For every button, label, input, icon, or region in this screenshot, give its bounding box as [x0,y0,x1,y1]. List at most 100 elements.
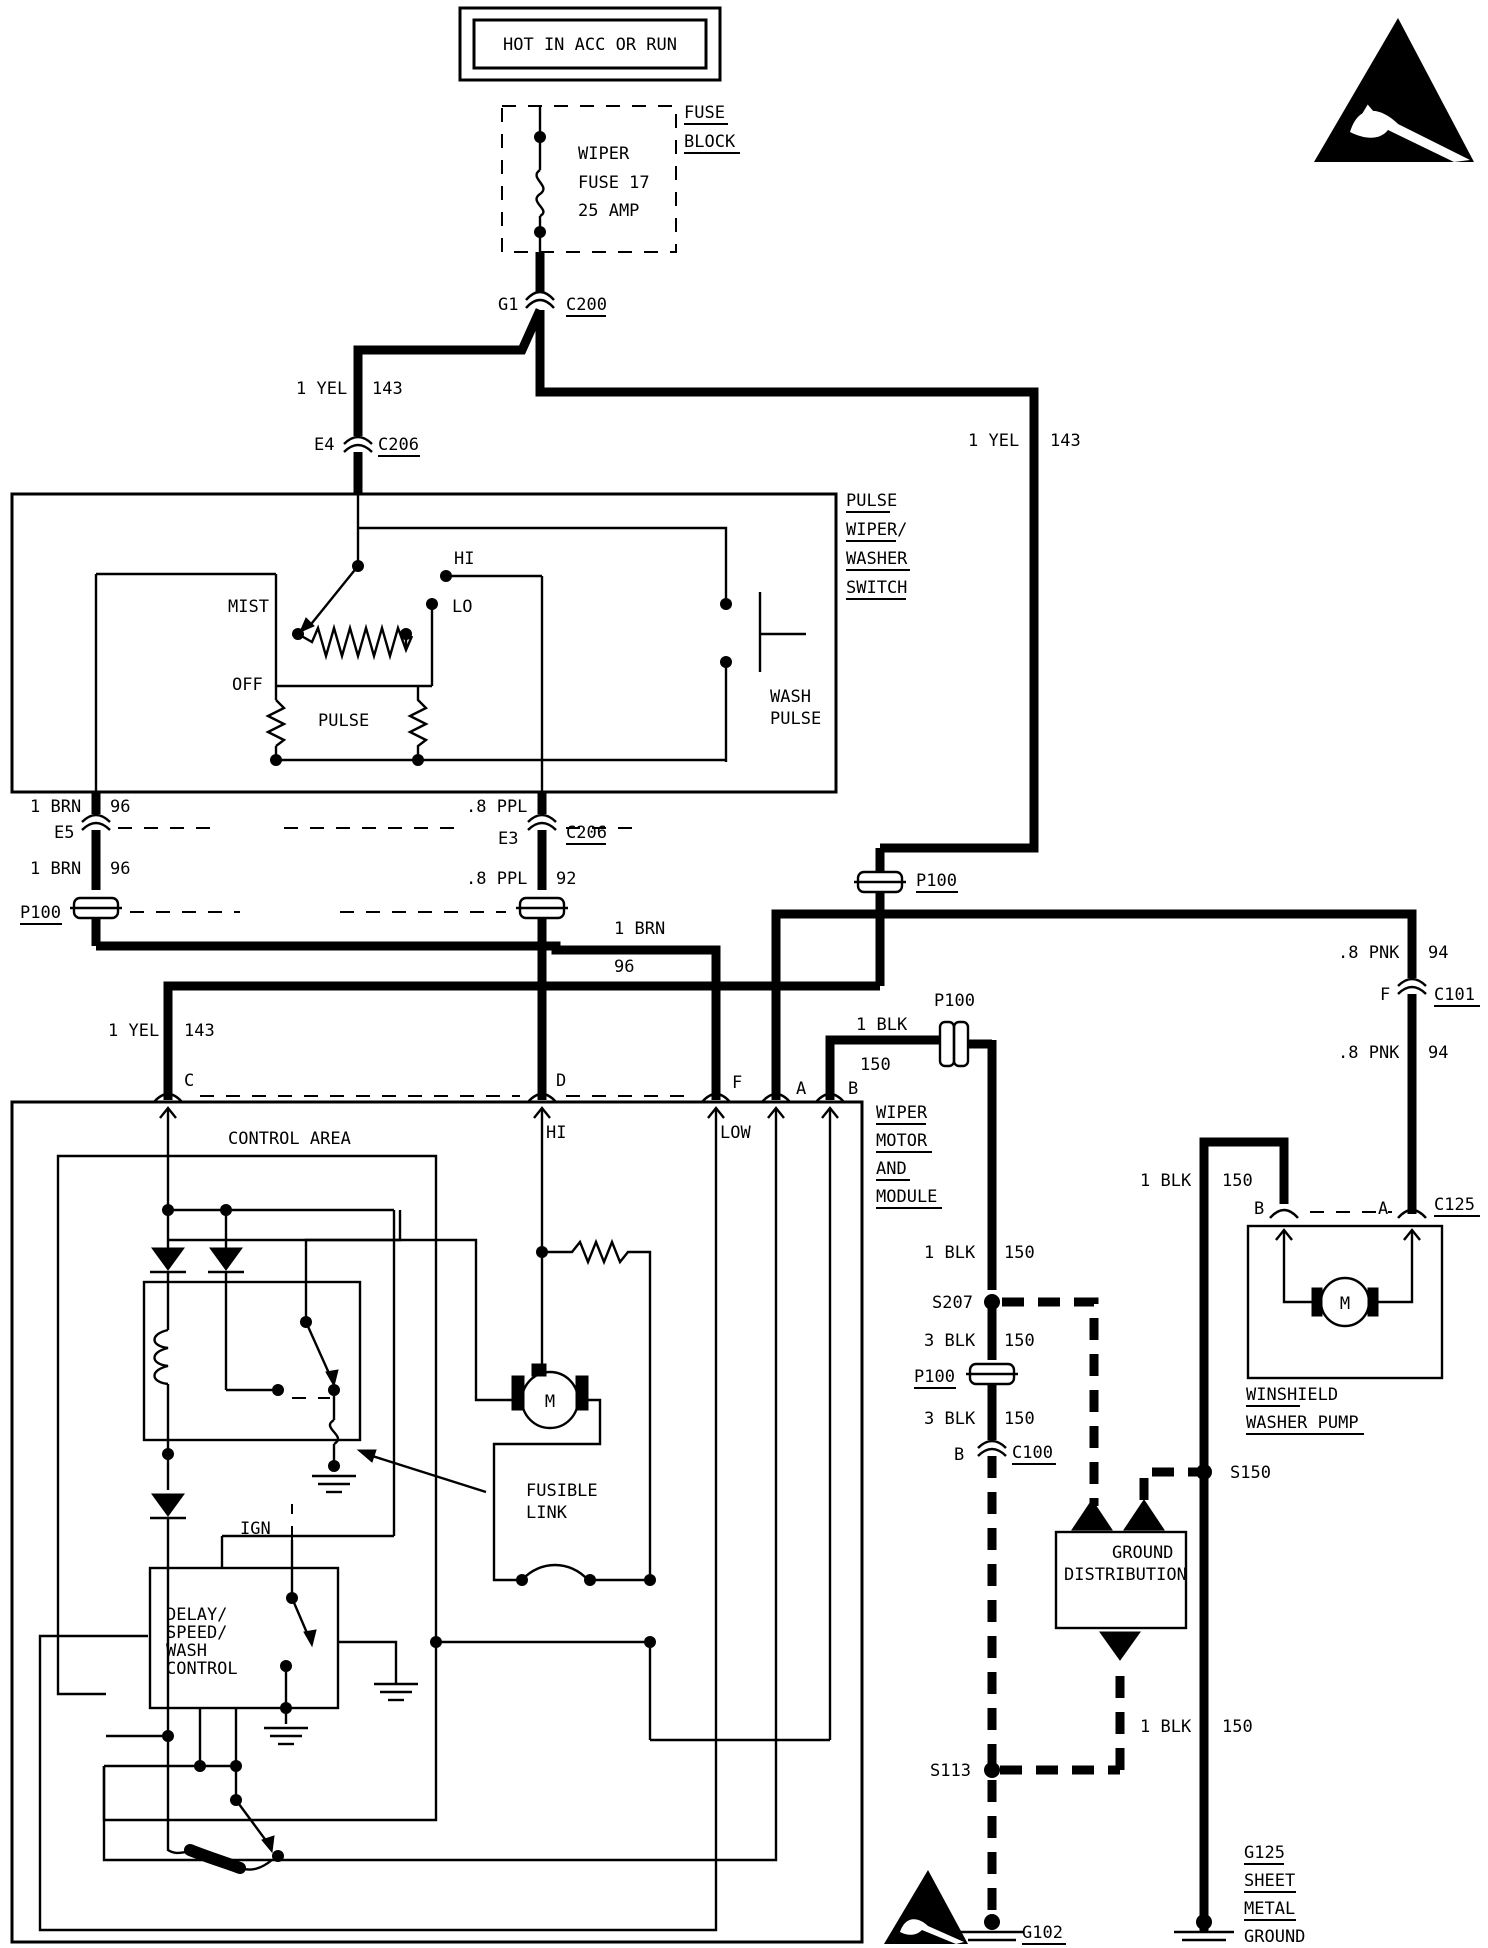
c206-top-connector: E4 C206 [314,435,420,494]
svg-text:M: M [1340,1294,1350,1314]
svg-text:.8 PPL: .8 PPL [466,869,527,889]
svg-text:150: 150 [1222,1717,1253,1737]
sheet-metal-ground: S150 1 BLK 150 G125 SHEET METAL GROUND [1140,1463,1305,1947]
svg-text:HI: HI [546,1123,566,1143]
svg-text:E3: E3 [498,829,518,849]
svg-text:1 BRN: 1 BRN [30,859,81,879]
svg-text:94: 94 [1428,1043,1448,1063]
svg-text:F: F [1380,985,1390,1005]
svg-text:MOTOR: MOTOR [876,1131,928,1151]
svg-text:1 BRN: 1 BRN [30,797,81,817]
svg-text:150: 150 [1004,1409,1035,1429]
svg-text:150: 150 [1004,1331,1035,1351]
svg-text:96: 96 [110,859,130,879]
diode-icon [151,1247,185,1271]
power-source-label: HOT IN ACC OR RUN [503,35,677,55]
svg-text:C101: C101 [1434,985,1475,1005]
svg-text:143: 143 [1050,431,1081,451]
svg-text:1 BLK: 1 BLK [1140,1717,1192,1737]
svg-text:M: M [545,1392,555,1412]
svg-text:C206: C206 [566,823,607,843]
svg-text:SPEED/: SPEED/ [166,1623,227,1643]
svg-text:G102: G102 [1022,1923,1063,1943]
svg-text:GROUND: GROUND [1244,1927,1305,1947]
svg-text:WASH: WASH [770,687,811,707]
svg-text:WASHER: WASHER [846,549,908,569]
wire-150-pump [1199,1137,1289,1932]
svg-text:METAL: METAL [1244,1899,1295,1919]
svg-text:F: F [732,1073,742,1093]
resistor-icon [297,623,414,661]
svg-text:FUSIBLE: FUSIBLE [526,1481,598,1501]
svg-text:MODULE: MODULE [876,1187,937,1207]
esd-warning-icon-small [884,1870,968,1944]
c101-connector: .8 PNK 94 F C101 .8 PNK 94 [1338,943,1480,1214]
wire-143-left [353,308,545,436]
wire-94-pink [771,909,1417,1090]
svg-text:CONTROL AREA: CONTROL AREA [228,1129,351,1149]
svg-text:B: B [954,1445,964,1465]
svg-text:150: 150 [1222,1171,1253,1191]
svg-text:C125: C125 [1434,1195,1475,1215]
svg-text:C: C [184,1071,194,1091]
power-source-box: HOT IN ACC OR RUN [458,6,722,82]
esd-warning-icon [1314,18,1474,162]
svg-text:S113: S113 [930,1761,971,1781]
washer-pump: 1 BLK 150 B A C125 M WINSHIELD WASHER PU… [1140,1137,1480,1932]
svg-text:B: B [848,1079,858,1099]
svg-text:A: A [1378,1199,1388,1219]
svg-text:96: 96 [110,797,130,817]
motor-icon: M [511,1363,589,1430]
svg-text:PULSE: PULSE [318,711,369,731]
fuse-icon [535,169,545,218]
svg-text:PULSE: PULSE [846,491,897,511]
svg-text:PULSE: PULSE [770,709,821,729]
fuse-number: FUSE 17 [578,173,650,193]
svg-text:143: 143 [184,1021,215,1041]
svg-text:SHEET: SHEET [1244,1871,1295,1891]
svg-text:150: 150 [860,1055,891,1075]
svg-text:3 BLK: 3 BLK [924,1331,976,1351]
svg-text:A: A [796,1079,806,1099]
svg-text:E4: E4 [314,435,334,455]
svg-text:G1: G1 [498,295,518,315]
svg-text:S207: S207 [932,1293,973,1313]
svg-text:C200: C200 [566,295,607,315]
svg-text:B: B [1254,1199,1264,1219]
svg-text:3 BLK: 3 BLK [924,1409,976,1429]
svg-text:LO: LO [452,597,472,617]
fuse-block: WIPER FUSE 17 25 AMP FUSE BLOCK [501,103,740,253]
c206-mid-connectors: 1 BRN 96 E5 1 BRN 96 .8 PPL E3 C206 .8 P… [30,792,640,890]
svg-text:.8 PNK: .8 PNK [1338,1043,1400,1063]
svg-text:DELAY/: DELAY/ [166,1605,227,1625]
svg-text:P100: P100 [20,903,61,923]
ground-distribution: GROUND DISTRIBUTION [1054,1467,1204,1661]
svg-text:WIPER/: WIPER/ [846,520,907,540]
ground-icon [312,1474,356,1494]
svg-text:.8 PNK: .8 PNK [1338,943,1400,963]
svg-text:92: 92 [556,869,576,889]
wire-143-motor [163,981,880,1090]
svg-text:1 BLK: 1 BLK [856,1015,908,1035]
svg-text:1 YEL: 1 YEL [296,379,347,399]
svg-text:HI: HI [454,549,474,569]
svg-text:WINSHIELD: WINSHIELD [1246,1385,1338,1405]
svg-text:OFF: OFF [232,675,263,695]
svg-text:P100: P100 [916,871,957,891]
svg-text:WASHER PUMP: WASHER PUMP [1246,1413,1359,1433]
svg-text:C206: C206 [378,435,419,455]
fuse-name: WIPER [578,144,630,164]
wire-143-right [535,310,1039,853]
svg-text:150: 150 [1004,1243,1035,1263]
pulse-wiper-washer-switch: PULSE WIPER/ WASHER SWITCH WASH PULSE HI… [10,491,910,794]
svg-text:S150: S150 [1230,1463,1271,1483]
svg-text:WASH: WASH [166,1641,207,1661]
svg-text:MIST: MIST [228,597,269,617]
svg-text:143: 143 [372,379,403,399]
svg-text:1 BLK: 1 BLK [1140,1171,1192,1191]
svg-text:1 BRN: 1 BRN [614,919,665,939]
svg-text:1 BLK: 1 BLK [924,1243,976,1263]
svg-text:AND: AND [876,1159,907,1179]
svg-text:LOW: LOW [720,1123,751,1143]
